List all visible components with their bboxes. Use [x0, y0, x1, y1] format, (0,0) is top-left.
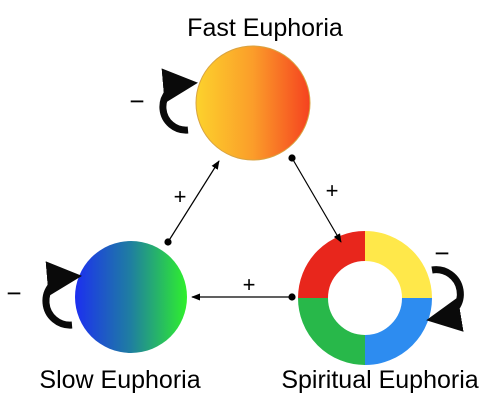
fast-euphoria-label: Fast Euphoria	[187, 14, 343, 42]
fast-to-spiritual-sign: +	[326, 178, 339, 203]
slow-self-loop-arrow	[42, 261, 82, 329]
spiritual-to-slow-origin-dot	[288, 293, 296, 301]
slow-euphoria-label: Slow Euphoria	[39, 366, 200, 394]
fast-to-spiritual-arrow	[291, 157, 342, 243]
fast-self-loop-sign: −	[129, 86, 144, 116]
link-fast-to-spiritual: +	[288, 154, 342, 243]
link-spiritual-to-slow: +	[191, 272, 296, 301]
link-slow-to-fast: +	[164, 160, 220, 246]
fast-euphoria-circle	[195, 45, 311, 161]
node-fast-euphoria: Fast Euphoria −	[129, 14, 343, 161]
fast-self-loop-arrow	[159, 68, 198, 134]
fast-to-spiritual-origin-dot	[288, 154, 296, 162]
slow-to-fast-arrow	[167, 160, 220, 243]
spiritual-euphoria-ring	[298, 231, 432, 365]
node-slow-euphoria: Slow Euphoria −	[6, 241, 201, 394]
slow-to-fast-origin-dot	[164, 238, 172, 246]
slow-to-fast-sign: +	[174, 184, 187, 209]
slow-self-loop-sign: −	[6, 278, 21, 308]
spiritual-euphoria-label: Spiritual Euphoria	[281, 366, 478, 394]
node-spiritual-euphoria: Spiritual Euphoria −	[281, 231, 479, 394]
spiritual-to-slow-sign: +	[243, 272, 256, 297]
spiritual-self-loop-sign: −	[434, 238, 449, 268]
slow-euphoria-circle	[75, 241, 187, 353]
spiritual-self-loop-arrow	[426, 266, 464, 332]
